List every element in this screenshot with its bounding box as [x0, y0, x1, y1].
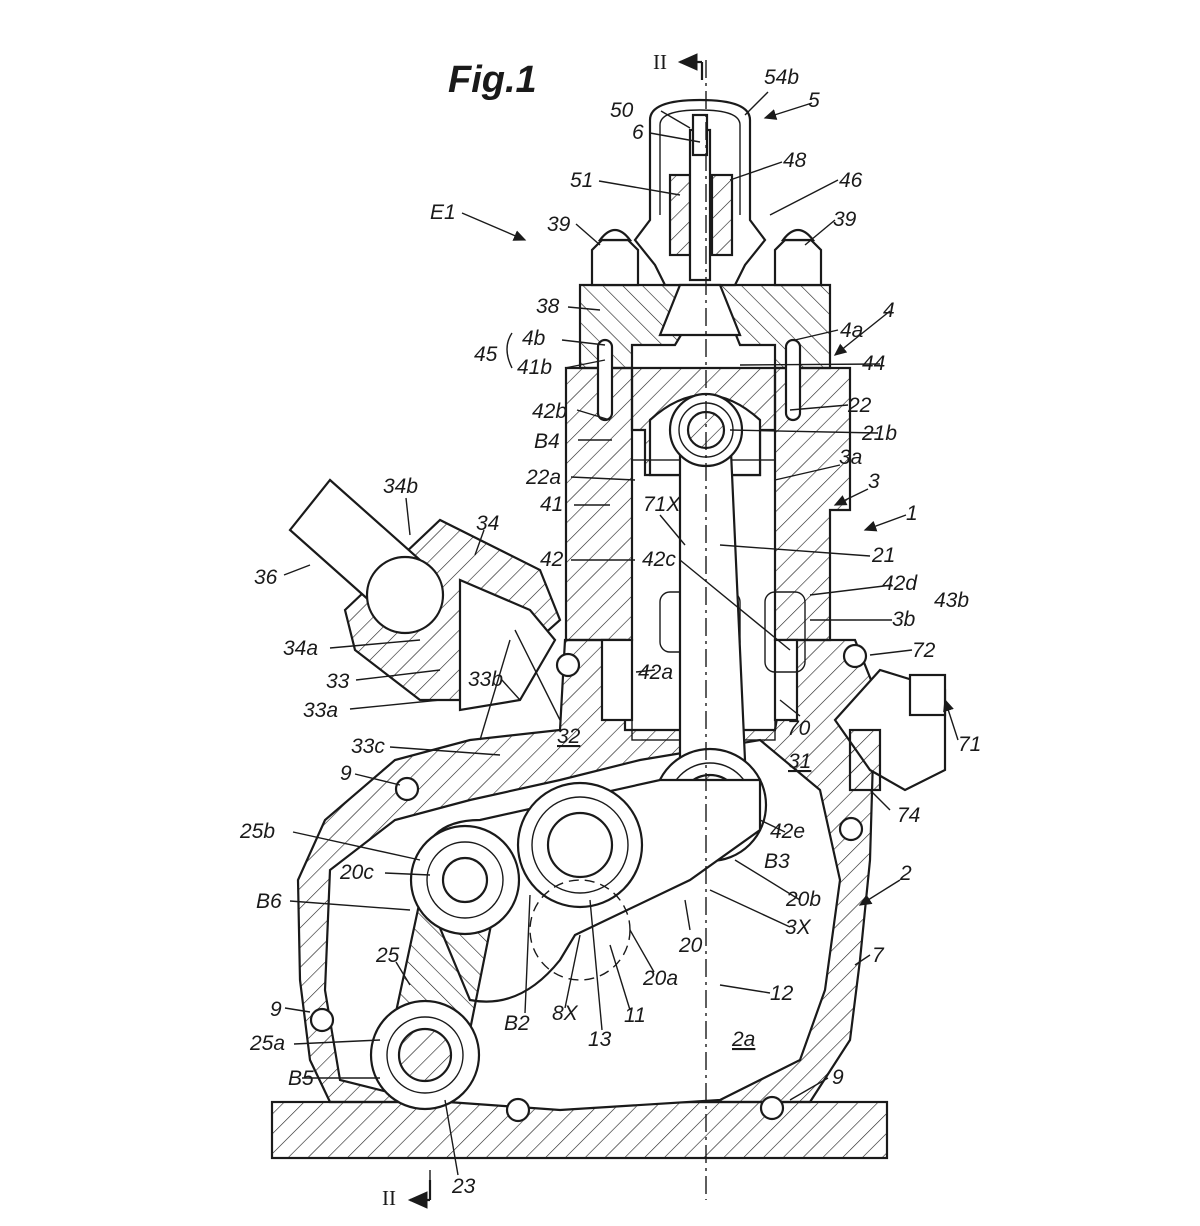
- ref-label: 74: [897, 804, 920, 827]
- cylinder-block: [564, 366, 852, 722]
- section-mark-bottom: II: [382, 1186, 396, 1210]
- ref-label: 34b: [383, 475, 418, 498]
- reference-labels: 54b 5 50 6 48 51 46 E1 39 39 38 4 4b 4a …: [239, 66, 981, 1198]
- ref-label: 7: [872, 944, 885, 967]
- ref-label: 4b: [522, 327, 546, 350]
- injector-assembly: [633, 98, 767, 337]
- ref-label: 42e: [770, 820, 805, 843]
- ref-label: 21b: [861, 422, 897, 445]
- ref-label: 22a: [525, 466, 561, 489]
- ref-label: 45: [474, 343, 498, 366]
- leader-lines: [283, 91, 959, 1176]
- ref-label: 33a: [303, 699, 338, 722]
- ref-label: 43b: [934, 589, 969, 612]
- ref-label: 9: [270, 998, 282, 1021]
- ref-label: 39: [833, 208, 857, 231]
- ref-label: 20: [678, 934, 703, 957]
- ref-label: 3: [868, 470, 880, 493]
- exhaust-injector: [833, 668, 947, 792]
- crank-lever: [418, 778, 762, 1003]
- ref-label: 12: [770, 982, 794, 1005]
- figure-title: Fig.1: [448, 59, 537, 101]
- ref-label: 71: [958, 733, 981, 756]
- ref-label: 42a: [638, 661, 673, 684]
- ref-label: 3a: [839, 446, 862, 469]
- ref-label: 70: [787, 717, 811, 740]
- ref-label: 33: [326, 670, 350, 693]
- ref-label: 34: [476, 512, 499, 535]
- ref-label: B3: [764, 850, 790, 873]
- ref-label: B6: [256, 890, 282, 913]
- ref-label: 9: [340, 762, 352, 785]
- ref-label: 8X: [552, 1002, 579, 1025]
- ref-label: B2: [504, 1012, 530, 1035]
- ref-label: 22: [847, 394, 872, 417]
- ref-label: 9: [832, 1066, 844, 1089]
- ref-label: 39: [547, 213, 571, 236]
- swing-link: [369, 824, 521, 1111]
- ref-label: B5: [288, 1067, 314, 1090]
- ref-label: 20c: [339, 861, 374, 884]
- ref-label: 2a: [731, 1028, 755, 1051]
- ref-label: 46: [839, 169, 863, 192]
- ref-label: 5: [808, 89, 820, 112]
- ref-label: 51: [570, 169, 593, 192]
- ref-label: 3b: [892, 608, 916, 631]
- ref-label: 11: [624, 1004, 646, 1027]
- ref-label: 25: [375, 944, 400, 967]
- ref-label: 54b: [764, 66, 799, 89]
- section-mark-top: II: [653, 50, 667, 74]
- ref-label: 44: [862, 352, 885, 375]
- ref-label: 3X: [785, 916, 812, 939]
- ref-label: 42: [540, 548, 564, 571]
- ref-label: 42c: [642, 548, 676, 571]
- base-plate: [270, 1100, 889, 1160]
- ref-label: 20b: [785, 888, 821, 911]
- ref-label: 25a: [249, 1032, 285, 1055]
- ref-label: 48: [783, 149, 807, 172]
- ref-label: 42d: [882, 572, 918, 595]
- intake-assembly: [288, 478, 562, 741]
- ref-label: 72: [912, 639, 936, 662]
- ref-label: 42b: [532, 400, 567, 423]
- ref-label: E1: [430, 201, 456, 224]
- ref-label: 23: [451, 1175, 476, 1198]
- ref-label: 41: [540, 493, 563, 516]
- ref-label: 36: [254, 566, 278, 589]
- ref-label: 33b: [468, 668, 503, 691]
- ref-label: 4: [883, 299, 895, 322]
- ref-label: 4a: [840, 319, 863, 342]
- ref-label: 34a: [283, 637, 318, 660]
- ref-label: 1: [906, 502, 918, 525]
- ref-label: 38: [536, 295, 560, 318]
- section-markers: II II: [382, 50, 704, 1210]
- ref-label: 50: [610, 99, 634, 122]
- ref-label: 32: [557, 725, 581, 748]
- ref-label: 71X: [643, 493, 681, 516]
- ref-label: 41b: [517, 356, 552, 379]
- ref-label: 20a: [642, 967, 678, 990]
- ref-label: 6: [632, 121, 644, 144]
- ref-label: 13: [588, 1028, 612, 1051]
- ref-label: 25b: [239, 820, 275, 843]
- ref-label: B4: [534, 430, 560, 453]
- ref-label: 2: [899, 862, 912, 885]
- ref-label: 33c: [351, 735, 385, 758]
- ref-label: 21: [871, 544, 895, 567]
- ref-label: 31: [788, 750, 811, 773]
